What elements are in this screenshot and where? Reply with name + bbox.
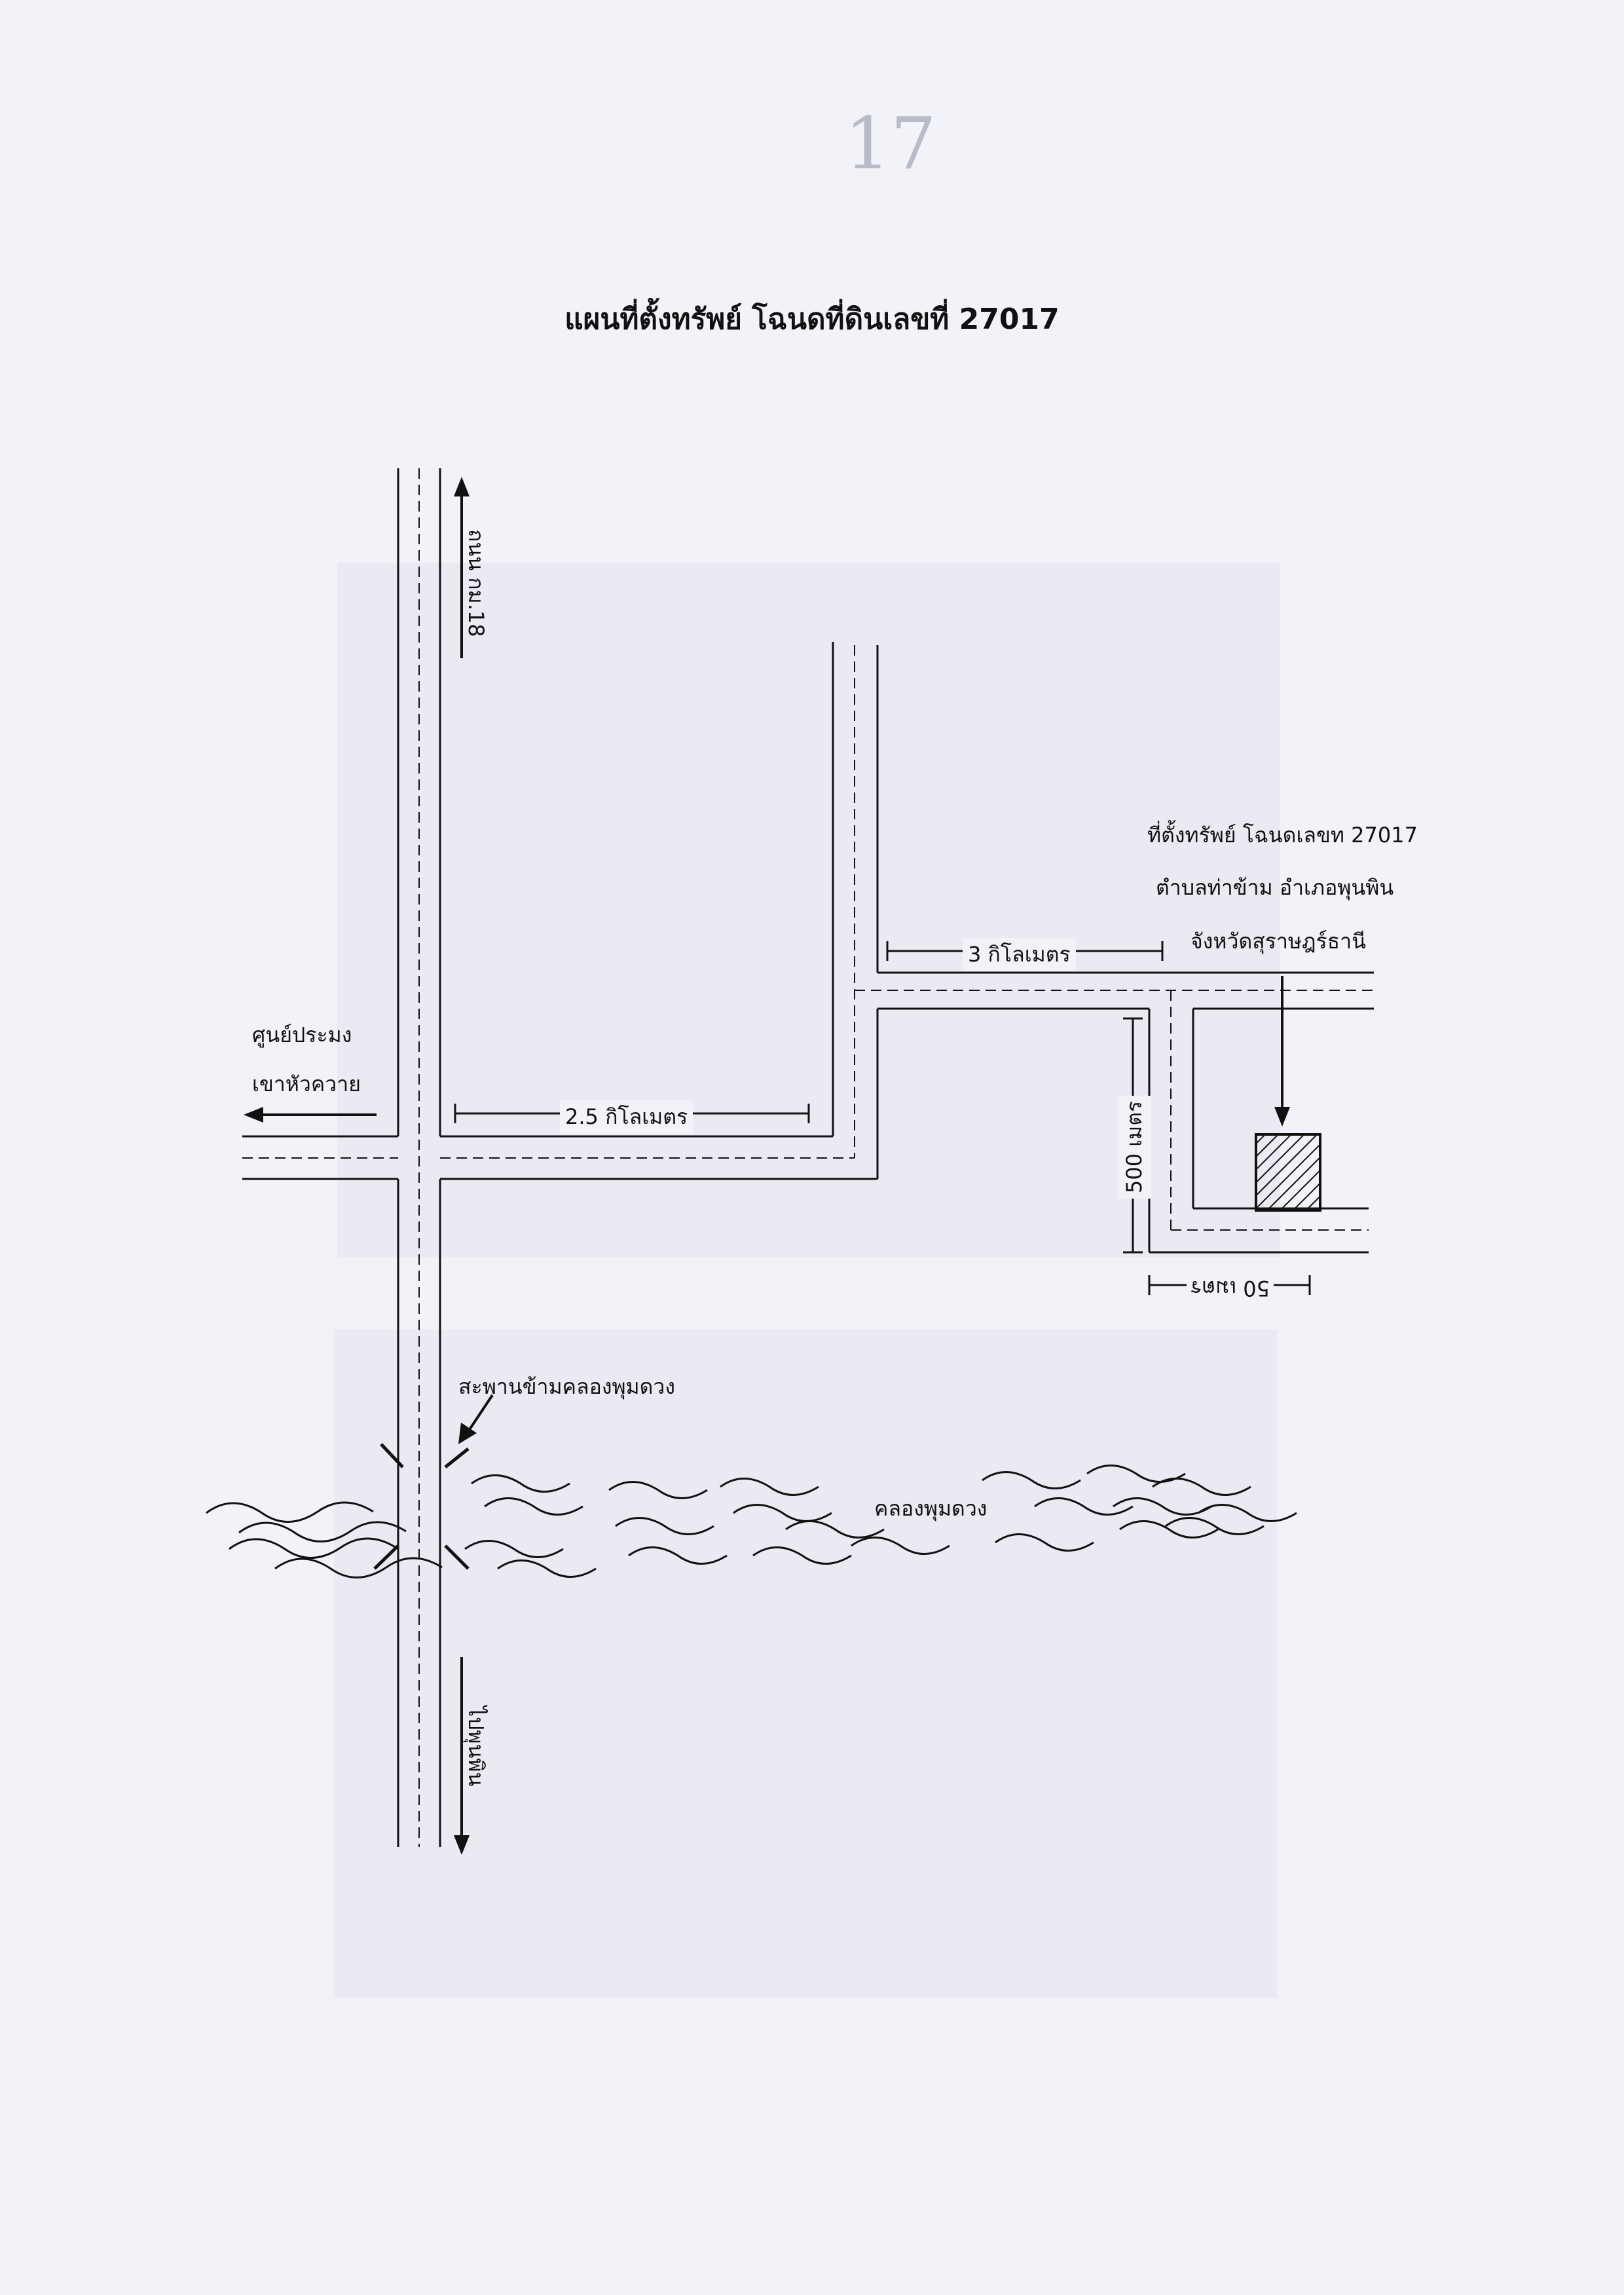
west-destination-line2: เขาหัวควาย bbox=[252, 1072, 361, 1096]
property-label-line2: ตำบลท่าข้าม อำเภอพุนพิน bbox=[1156, 875, 1394, 900]
canal-label: คลองพุมดวง bbox=[874, 1496, 987, 1521]
distance-500m-label: 500 เมตร bbox=[1118, 1095, 1151, 1199]
distance-50m-label: 50 เมตร bbox=[1187, 1271, 1274, 1305]
road-south-label: ไปพุนพิน bbox=[464, 1706, 489, 1787]
page-number: 17 bbox=[845, 102, 936, 185]
distance-2-5km-label: 2.5 กิโลเมตร bbox=[560, 1100, 693, 1134]
ghost-photo-bottom bbox=[334, 1330, 1277, 1998]
property-parcel bbox=[1255, 1133, 1321, 1212]
page-title: แผนที่ตั้งทรัพย์ โฉนดที่ดินเลขที่ 27017 bbox=[564, 303, 1060, 336]
property-label-line3: จังหวัดสุราษฎร์ธานี bbox=[1190, 929, 1367, 954]
property-label-line1: ที่ตั้งทรัพย์ โฉนดเลขท 27017 bbox=[1147, 823, 1418, 848]
distance-3km-label: 3 กิโลเมตร bbox=[963, 938, 1076, 971]
west-destination-line1: ศูนย์ประมง bbox=[252, 1022, 352, 1047]
bridge-label: สะพานข้ามคลองพุมดวง bbox=[458, 1374, 676, 1399]
road-north-label: ถนน กม.18 bbox=[464, 529, 489, 637]
